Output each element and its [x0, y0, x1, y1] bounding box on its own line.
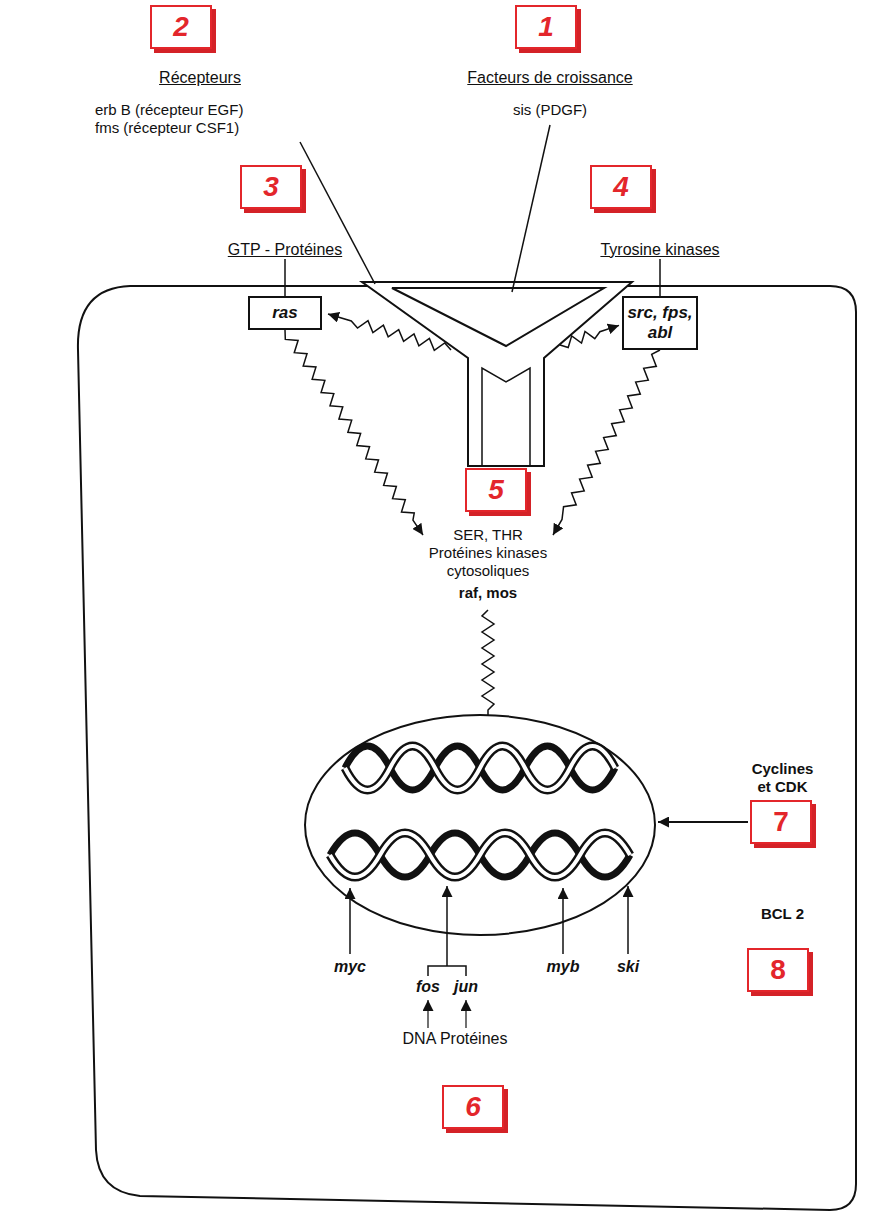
gene-name: raf, mos: [423, 584, 553, 602]
gene-arrow: [446, 886, 448, 966]
heading: BCL 2: [745, 905, 820, 923]
gene-box: src, fps, abl: [622, 296, 698, 350]
text-label: DNA Protéines: [403, 1030, 508, 1048]
gene-name: src, fps, abl: [627, 303, 693, 343]
callout-number: 7: [750, 800, 812, 844]
receptor-symbol: [362, 282, 632, 466]
callout-group: 4Tyrosine kinases: [580, 165, 740, 259]
oncogene-list: erb B (récepteur EGF) fms (récepteur CSF…: [95, 101, 257, 137]
pointer-arrow: [658, 821, 748, 823]
leader-connector: [659, 259, 661, 296]
callout-group: 6: [440, 1085, 510, 1129]
signal-connector: [285, 330, 423, 535]
heading: Facteurs de croissance: [430, 69, 670, 87]
gene-name: ras: [253, 303, 317, 323]
receptor-shape: [362, 282, 632, 466]
heading: Tyrosine kinases: [580, 241, 740, 259]
callout-group: Cyclines et CDK 7: [745, 760, 820, 844]
gene-label: myc: [334, 958, 366, 976]
oncogene-list: sis (PDGF): [430, 101, 670, 119]
callout-group: 3GTP - Protéines: [205, 165, 365, 259]
cell-outline: [78, 286, 856, 1210]
heading: GTP - Protéines: [205, 241, 365, 259]
growth-factor-shape: [392, 288, 604, 346]
callout-number: 3: [240, 165, 302, 209]
callout-number: 6: [442, 1085, 504, 1129]
small-arrow: [427, 1000, 428, 1028]
dna-strand: [345, 746, 615, 790]
callout-number: 2: [150, 5, 212, 49]
small-arrow: [465, 1000, 466, 1028]
callout-group: BCL 2 8: [745, 905, 820, 992]
dna-helix: [345, 746, 615, 790]
gene-label: jun: [454, 978, 478, 996]
dna-strand: [330, 833, 630, 877]
gene-label: fos: [416, 978, 440, 996]
callout-group: 5SER, THR Protéines kinases cytosoliques…: [423, 468, 553, 602]
bracket: [428, 966, 466, 976]
dna-strand: [345, 746, 615, 790]
leader-line: [512, 125, 550, 292]
nucleus-outline: [305, 715, 655, 935]
callout-group: 2Récepteurs erb B (récepteur EGF) fms (ré…: [70, 5, 330, 137]
gene-arrow: [349, 888, 351, 954]
dna-strand: [345, 746, 615, 790]
signal-arrow: [560, 325, 619, 347]
callout-number: 4: [590, 165, 652, 209]
dna-strand: [330, 833, 630, 877]
leader-connector: [284, 259, 286, 296]
dna-strand: [330, 833, 630, 877]
gene-arrow: [562, 888, 564, 954]
heading: Récepteurs: [70, 69, 330, 87]
kinase-text: SER, THR Protéines kinases cytosoliques: [423, 526, 553, 580]
signal-arrow: [328, 314, 451, 350]
gene-arrow: [627, 886, 629, 954]
receptor-inner-line: [482, 368, 530, 466]
signal-connector: [553, 350, 660, 535]
callout-group: 1Facteurs de croissance sis (PDGF): [430, 5, 670, 119]
heading: Cyclines et CDK: [745, 760, 820, 796]
leader-line: [300, 142, 375, 284]
callout-number: 1: [515, 5, 577, 49]
callout-number: 8: [747, 948, 809, 992]
gene-label: myb: [547, 958, 580, 976]
dna-helix: [330, 833, 630, 877]
gene-label: ski: [617, 958, 639, 976]
callout-number: 5: [465, 468, 527, 512]
gene-box: ras: [248, 296, 322, 330]
